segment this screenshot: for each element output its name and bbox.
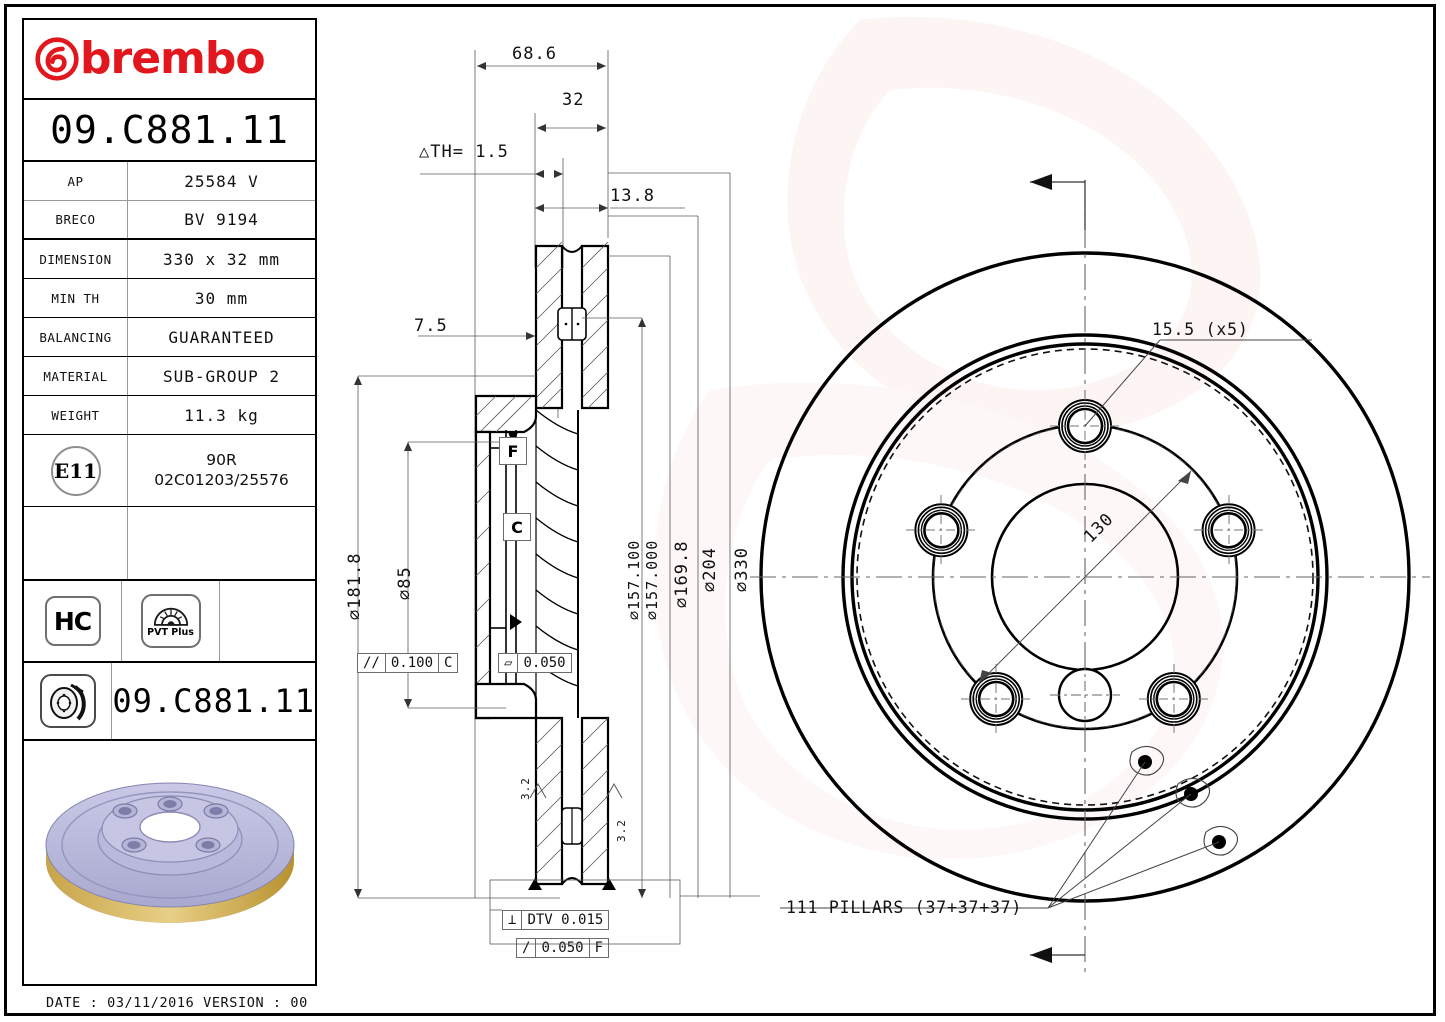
row-label: BALANCING	[24, 318, 128, 356]
row-label: DIMENSION	[24, 240, 128, 278]
secondary-code-row: 09.C881.11	[24, 663, 315, 741]
dim-hat-face: 7.5	[414, 316, 448, 336]
dim-offset-13-8: 13.8	[610, 186, 655, 206]
row-value: 25584 V	[184, 171, 259, 191]
part-number-row: 09.C881.11	[24, 100, 315, 162]
datum-f: F	[499, 437, 527, 465]
dim-dia-157-100: ⌀157.100	[625, 539, 643, 620]
row-label: MATERIAL	[24, 357, 128, 395]
product-photo-row	[24, 741, 315, 947]
badge-row: HC PVT Plus	[24, 581, 315, 663]
flatness-callout: ▱ 0.050	[498, 653, 572, 673]
row-label: AP	[24, 162, 128, 200]
pvt-disc-icon	[153, 607, 188, 626]
hc-badge-cell: HC	[24, 581, 122, 661]
brake-disc-icon	[39, 674, 96, 728]
dim-overall-width: 68.6	[512, 44, 557, 64]
row-label: MIN TH	[24, 279, 128, 317]
homologation-line2: 02C01203/25576	[154, 470, 289, 489]
badge-empty-cell	[220, 581, 315, 661]
flatness-value: 0.050	[523, 655, 566, 671]
roughness-right: 3.2	[615, 819, 628, 842]
e11-mark-cell: E11	[24, 435, 128, 506]
table-row-dimension: DIMENSION 330 x 32 mm	[24, 240, 315, 279]
diameter-icon: ⌀	[625, 609, 643, 620]
part-number: 09.C881.11	[50, 108, 289, 152]
face-view	[750, 174, 1430, 974]
blank-cell-left	[24, 507, 128, 579]
brembo-logo-icon	[35, 37, 79, 81]
runout-value: 0.050	[536, 939, 590, 957]
dim-dia-181-8: ⌀181.8	[345, 552, 365, 620]
disc-pad-icon	[49, 683, 86, 721]
table-row-blank	[24, 507, 315, 581]
dim-dia-169-8: ⌀169.8	[672, 540, 692, 608]
row-value: GUARANTEED	[168, 327, 275, 347]
row-value: BV 9194	[184, 210, 259, 229]
parallelism-callout: // 0.100 C	[357, 653, 459, 673]
diameter-icon: ⌀	[672, 596, 692, 608]
row-value: 11.3 kg	[184, 405, 259, 425]
diameter-icon: ⌀	[345, 608, 365, 620]
runout-callout: / 0.050 F	[516, 938, 610, 958]
table-row-weight: WEIGHT 11.3 kg	[24, 396, 315, 435]
row-label: WEIGHT	[24, 396, 128, 434]
brand-logo-row: brembo	[24, 20, 315, 100]
pvt-plus-badge-cell: PVT Plus	[122, 581, 220, 661]
parallelism-value: 0.100	[386, 654, 440, 672]
row-value: 330 x 32 mm	[163, 249, 280, 269]
bolt-hole-callout: 15.5 (x5)	[1152, 320, 1249, 339]
datum-c: C	[503, 513, 531, 541]
triangle-icon: △	[419, 142, 431, 162]
homologation-value: 90R 02C01203/25576	[128, 435, 315, 506]
table-row-min-th: MIN TH 30 mm	[24, 279, 315, 318]
secondary-code-cell: 09.C881.11	[112, 663, 315, 739]
table-row-homologation: E11 90R 02C01203/25576	[24, 435, 315, 507]
table-row-breco: BRECO BV 9194	[24, 201, 315, 240]
parallelism-datum: C	[444, 655, 453, 671]
diameter-icon: ⌀	[643, 609, 661, 620]
product-photo	[45, 782, 294, 923]
disc-icon-cell	[24, 663, 113, 739]
pillars-note: 111 PILLARS (37+37+37)	[786, 898, 1023, 917]
pvt-plus-label: PVT Plus	[147, 627, 194, 638]
dtv-callout: ⊥ DTV 0.015	[502, 910, 610, 930]
cross-section-view	[354, 50, 731, 899]
brand-name: brembo	[80, 33, 266, 84]
dtv-icon: ⊥	[503, 911, 523, 929]
parallelism-icon: //	[358, 654, 386, 672]
dim-dia-204: ⌀204	[700, 547, 720, 592]
runout-datum: F	[594, 940, 604, 956]
row-value: 30 mm	[194, 288, 249, 308]
title-block: brembo 09.C881.11 AP 25584 V BRECO BV 91…	[22, 18, 317, 986]
dim-th-allowance: △TH= 1.5	[419, 142, 509, 162]
diameter-icon: ⌀	[395, 588, 415, 600]
runout-icon: /	[517, 939, 537, 957]
table-row-material: MATERIAL SUB-GROUP 2	[24, 357, 315, 396]
sheet-border	[4, 4, 1436, 1016]
row-value: SUB-GROUP 2	[163, 366, 280, 386]
e11-mark: E11	[50, 445, 101, 496]
hc-badge: HC	[44, 596, 101, 646]
footer-date: DATE : 03/11/2016 VERSION : 00	[46, 995, 308, 1011]
secondary-part-number: 09.C881.11	[112, 682, 315, 720]
homologation-line1: 90R	[206, 451, 237, 470]
dtv-value: DTV 0.015	[527, 912, 604, 928]
dim-disc-thickness: 32	[562, 90, 585, 110]
row-label: BRECO	[24, 201, 128, 238]
roughness-left: 3.2	[519, 777, 532, 800]
pvt-plus-badge: PVT Plus	[140, 594, 201, 648]
table-row-balancing: BALANCING GUARANTEED	[24, 318, 315, 357]
dim-dia-157-000: ⌀157.000	[643, 539, 661, 620]
flatness-icon: ▱	[499, 654, 519, 672]
dim-dia-85: ⌀85	[395, 566, 415, 600]
table-row-ap: AP 25584 V	[24, 162, 315, 201]
diameter-icon: ⌀	[700, 580, 720, 592]
